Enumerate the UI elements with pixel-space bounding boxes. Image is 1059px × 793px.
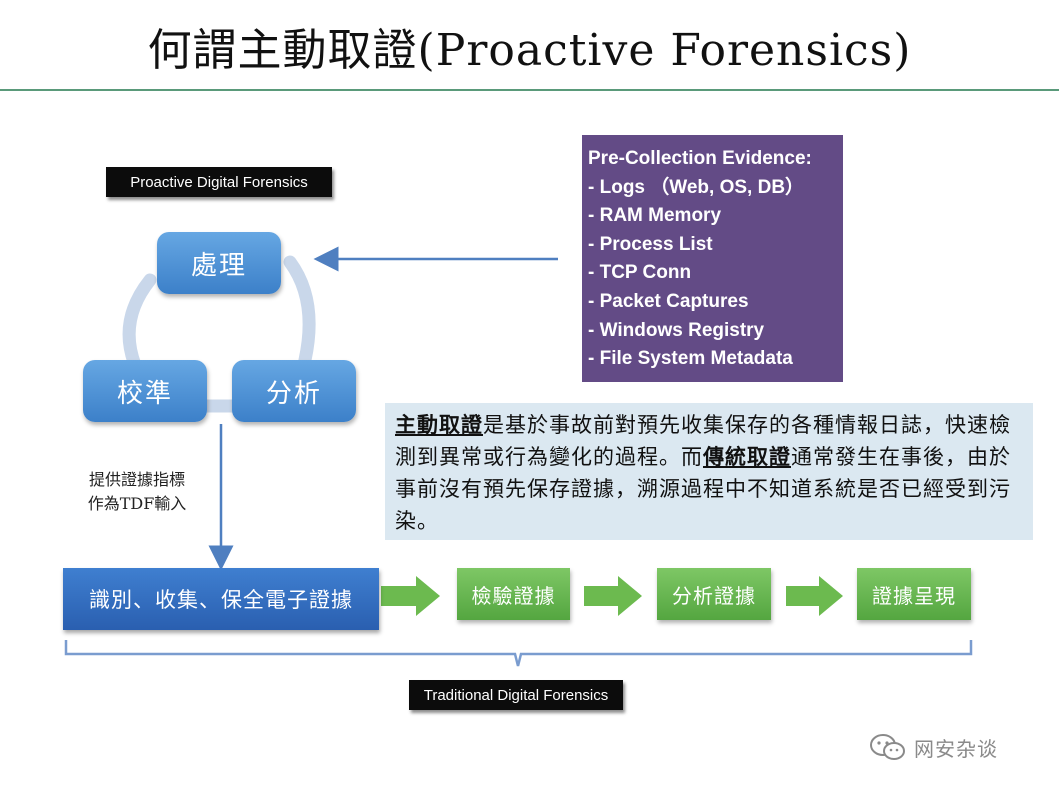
step-analyze-evidence: 分析證據 — [657, 568, 771, 620]
evidence-item: - Process List — [588, 233, 713, 255]
term-proactive: 主動取證 — [395, 412, 483, 437]
side-note-line: 提供證據指標 — [88, 470, 185, 489]
wechat-icon — [870, 734, 905, 760]
cycle-ring — [283, 255, 316, 367]
proactive-forensics-label: Proactive Digital Forensics — [106, 167, 332, 197]
traditional-forensics-label: Traditional Digital Forensics — [409, 680, 623, 710]
evidence-item: - Windows Registry — [588, 319, 765, 341]
description-part1: 是基於事故前對預先收集保存的各種情報日誌，快速檢測到異常或行為變化的過程。而 — [395, 413, 1011, 469]
evidence-item: - File System Metadata — [588, 348, 793, 370]
side-note-line: 作為TDF輸入 — [87, 494, 187, 513]
term-traditional: 傳統取證 — [703, 444, 791, 469]
step-present-evidence: 證據呈現 — [857, 568, 971, 620]
pre-collection-evidence-box: Pre-Collection Evidence: - Logs （Web, OS… — [582, 135, 843, 382]
step-arrow-2 — [584, 576, 642, 616]
title-divider — [0, 89, 1059, 91]
tdf-input-note: 提供證據指標 作為TDF輸入 — [62, 468, 212, 516]
evidence-item: - TCP Conn — [588, 262, 692, 284]
description-box: 主動取證是基於事故前對預先收集保存的各種情報日誌，快速檢測到異常或行為變化的過程… — [385, 403, 1033, 540]
evidence-heading: Pre-Collection Evidence: — [588, 148, 812, 169]
description-part2: 通常發生在事後，由於事前沒有預先保存證據，溯源過程中不知道系統是否已經受到污染。 — [395, 445, 1011, 533]
cycle-node-calibrate: 校準 — [83, 360, 207, 422]
step-inspect-evidence: 檢驗證據 — [457, 568, 570, 620]
watermark-text: 网安杂谈 — [914, 736, 998, 761]
cycle-node-analyze: 分析 — [232, 360, 356, 422]
cycle-node-process: 處理 — [157, 232, 281, 294]
watermark: 网安杂谈 — [868, 730, 1038, 764]
evidence-item: - Logs （Web, OS, DB） — [588, 176, 805, 198]
cycle-ring — [122, 273, 157, 372]
evidence-item: - Packet Captures — [588, 290, 749, 312]
evidence-item: - RAM Memory — [588, 205, 722, 227]
step-arrow-1 — [381, 576, 440, 616]
step-arrow-3 — [786, 576, 843, 616]
page-title: 何謂主動取證(Proactive Forensics) — [147, 25, 912, 76]
step-identify-collect-preserve: 識別、收集、保全電子證據 — [63, 568, 379, 630]
traditional-bracket — [64, 640, 973, 667]
